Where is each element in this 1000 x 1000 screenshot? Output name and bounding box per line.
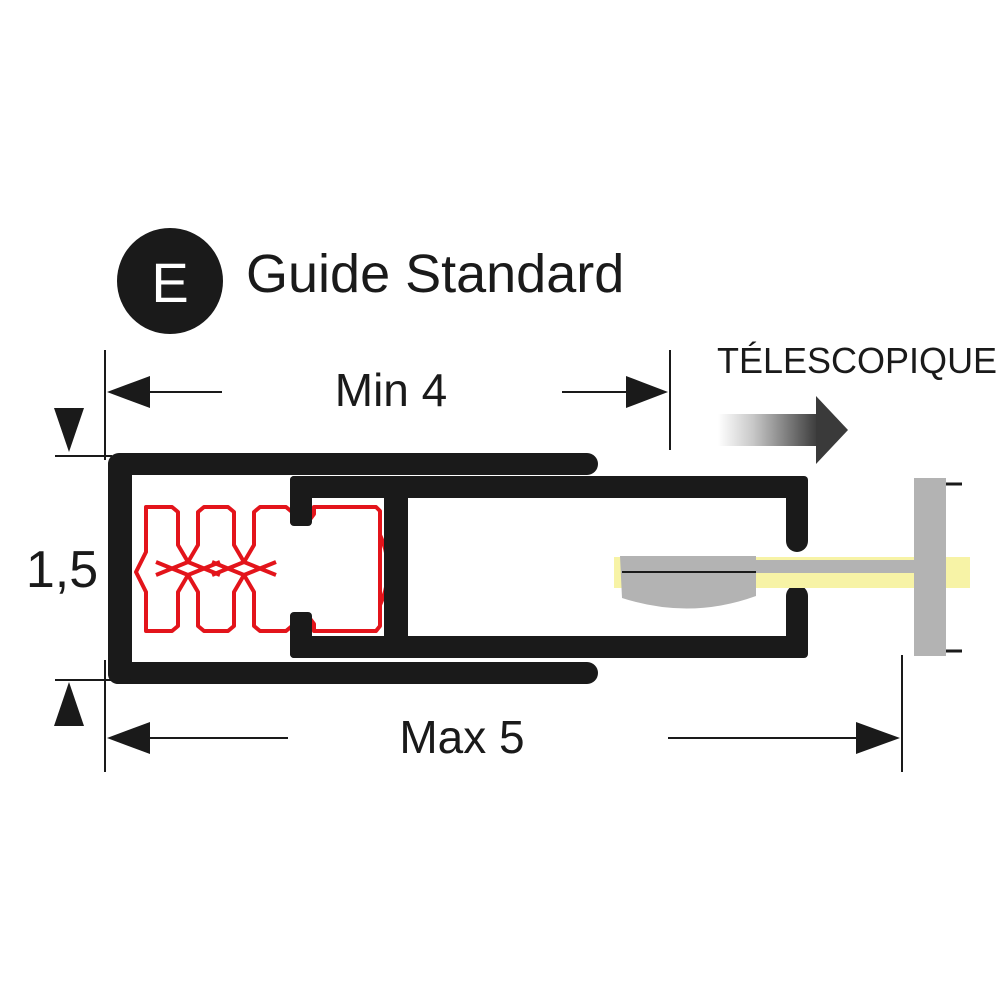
inner-profile-bottom	[290, 636, 808, 658]
grey-stem	[756, 560, 916, 573]
inner-profile-web	[384, 476, 408, 658]
inner-profile-end-bottom	[786, 585, 808, 658]
inner-profile-top-lip	[290, 476, 312, 526]
pin-assembly	[614, 478, 970, 656]
min-dimension: Min 4	[104, 350, 671, 460]
height-dimension-label: 1,5	[26, 541, 98, 599]
min-arrow-left	[107, 376, 150, 408]
outer-profile-bottom-flange	[108, 662, 598, 684]
badge: E	[117, 228, 223, 334]
grey-end-plate	[914, 478, 946, 656]
spring-cross-2	[155, 560, 221, 577]
outer-profile	[108, 453, 598, 684]
compression-spring	[134, 505, 390, 633]
inner-profile-top	[290, 476, 808, 498]
inner-profile-bottom-lip	[290, 612, 312, 658]
spring-cross-3	[211, 560, 277, 577]
badge-letter: E	[151, 251, 188, 314]
height-dimension: 1,5	[26, 408, 112, 726]
telescopic-label: TÉLESCOPIQUE	[717, 340, 997, 381]
outer-profile-back	[108, 455, 132, 684]
telescopic-arrow-shaft	[718, 414, 818, 446]
min-dimension-label: Min 4	[335, 364, 447, 416]
min-arrow-right	[626, 376, 668, 408]
spring-cross-1	[155, 560, 221, 577]
gradient-right-arrow-icon	[718, 396, 848, 464]
telescopic-arrow-head	[816, 396, 848, 464]
inner-profile-end-top	[786, 476, 808, 552]
height-arrow-top	[54, 408, 84, 452]
diagram-title: Guide Standard	[246, 244, 624, 304]
max-dimension-label: Max 5	[399, 711, 524, 763]
max-arrow-left	[107, 722, 150, 754]
max-dimension: Max 5	[104, 655, 903, 772]
badge-circle	[117, 228, 223, 334]
outer-profile-top-flange	[108, 453, 598, 475]
spring-outline	[134, 505, 382, 633]
height-arrow-bottom	[54, 682, 84, 726]
inner-profile	[290, 476, 808, 658]
max-arrow-right	[856, 722, 900, 754]
spring-cross-4	[211, 560, 277, 577]
grey-pin-body	[620, 556, 756, 609]
